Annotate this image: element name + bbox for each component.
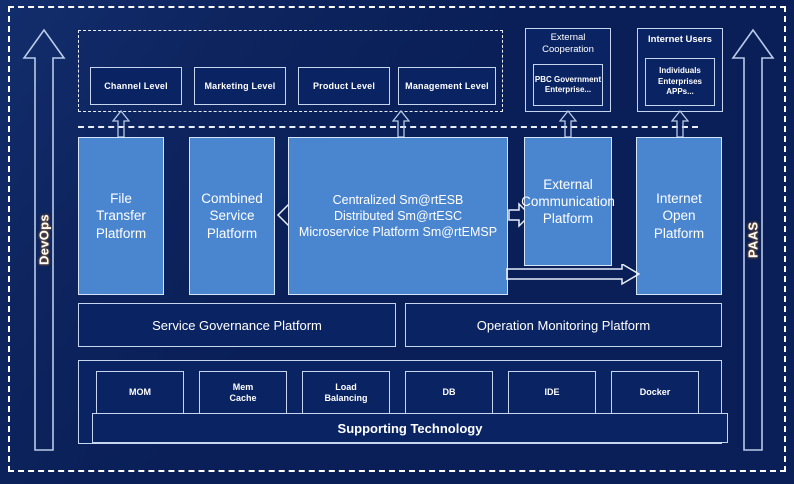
platform-file-transfer[interactable]: File Transfer Platform <box>78 137 164 295</box>
internet-users-inner-label: Individuals Enterprises APPs... <box>657 66 703 97</box>
up-arrow-core-platform <box>391 109 411 138</box>
business-level-management-label: Management Level <box>405 81 489 91</box>
platform-core-esb-label: Centralized Sm@rtESB Distributed Sm@rtES… <box>298 192 498 240</box>
tech-mom-label: MOM <box>129 387 151 398</box>
business-level-product[interactable]: Product Level <box>298 67 390 105</box>
external-cooperation-inner-label: PBC Government Enterprise... <box>534 74 602 94</box>
tech-load-balancing[interactable]: Load Balancing <box>302 371 390 415</box>
up-arrow-file-transfer <box>111 109 131 138</box>
business-level-management[interactable]: Management Level <box>398 67 496 105</box>
business-level-channel[interactable]: Channel Level <box>90 67 182 105</box>
supporting-technology-bar[interactable]: Supporting Technology <box>92 413 728 443</box>
devops-arrow: DevOps <box>22 28 66 452</box>
tech-docker[interactable]: Docker <box>611 371 699 415</box>
tech-ide-label: IDE <box>544 387 560 398</box>
paas-arrow: PAAS <box>731 28 775 452</box>
flow-arrow-core-to-internet-open <box>505 262 641 290</box>
tech-load-balancing-label: Load Balancing <box>324 381 368 403</box>
tech-ide[interactable]: IDE <box>508 371 596 415</box>
platform-internet-open-label: Internet Open Platform <box>653 191 705 241</box>
business-level-product-label: Product Level <box>312 81 376 91</box>
tech-db[interactable]: DB <box>405 371 493 415</box>
outer-dashed-frame <box>8 6 786 472</box>
tech-docker-label: Docker <box>639 387 671 398</box>
devops-arrow-label: DevOps <box>36 214 52 266</box>
internet-users-title: Internet Users <box>648 34 712 45</box>
platform-combined-service-label: Combined Service Platform <box>201 191 263 241</box>
tech-mem-cache-label: Mem Cache <box>229 381 257 403</box>
tech-mem-cache[interactable]: Mem Cache <box>199 371 287 415</box>
platform-internet-open[interactable]: Internet Open Platform <box>636 137 722 295</box>
operation-monitoring-platform[interactable]: Operation Monitoring Platform <box>405 303 722 347</box>
platform-combined-service[interactable]: Combined Service Platform <box>189 137 275 295</box>
layer-separator-dashed-line <box>78 126 698 128</box>
platform-external-communication-label: External Communication Platform <box>521 176 615 227</box>
service-governance-platform-label: Service Governance Platform <box>152 317 322 333</box>
paas-arrow-label: PAAS <box>745 221 761 259</box>
tech-mom[interactable]: MOM <box>96 371 184 415</box>
operation-monitoring-platform-label: Operation Monitoring Platform <box>476 317 651 333</box>
service-governance-platform[interactable]: Service Governance Platform <box>78 303 396 347</box>
external-cooperation-inner: PBC Government Enterprise... <box>533 64 603 106</box>
tech-db-label: DB <box>442 387 456 398</box>
flow-arrow-core-to-external-comm <box>508 200 532 230</box>
internet-users-inner: Individuals Enterprises APPs... <box>645 58 715 106</box>
platform-external-communication[interactable]: External Communication Platform <box>521 137 615 266</box>
business-level-channel-label: Channel Level <box>104 81 168 91</box>
up-arrow-external-communication <box>558 109 578 138</box>
supporting-technology-bar-label: Supporting Technology <box>337 420 483 436</box>
business-level-marketing-label: Marketing Level <box>204 81 276 91</box>
up-arrow-internet-open <box>670 109 690 138</box>
external-cooperation-title: External Cooperation <box>542 32 594 55</box>
platform-core-esb[interactable]: Centralized Sm@rtESB Distributed Sm@rtES… <box>288 137 508 295</box>
platform-file-transfer-label: File Transfer Platform <box>95 191 147 241</box>
business-levels-container <box>78 30 503 112</box>
business-level-marketing[interactable]: Marketing Level <box>194 67 286 105</box>
